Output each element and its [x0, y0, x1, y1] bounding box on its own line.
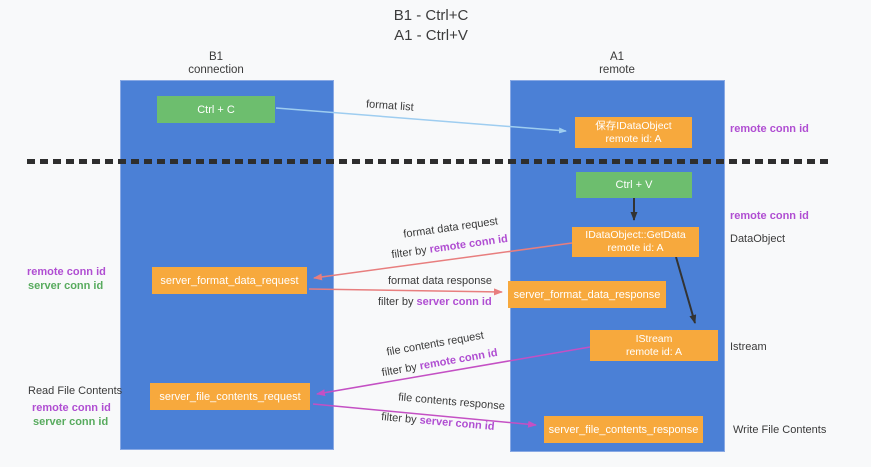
annotation-remote-conn-id-top: remote conn id: [730, 123, 809, 135]
node-server-format-data-response: server_format_data_response: [508, 281, 666, 308]
node-getdata-line1: IDataObject::GetData: [585, 229, 686, 241]
server-conn-id-text: server conn id: [416, 296, 492, 308]
column-b1-name: B1: [208, 51, 224, 63]
node-server-file-contents-response: server_file_contents_response: [544, 416, 703, 443]
node-getdata-line2: remote id: A: [607, 242, 664, 254]
column-header-b1: B1 connection: [156, 51, 276, 77]
dashed-separator: [27, 159, 833, 164]
filter-by-text: filter by: [390, 243, 431, 262]
annotation-text: server conn id: [28, 280, 104, 292]
node-istream: IStream remote id: A: [590, 330, 718, 361]
label-format-data-response: format data response: [388, 275, 492, 287]
node-server-format-data-request: server_format_data_request: [152, 267, 307, 294]
annotation-read-file-contents: Read File Contents: [28, 385, 122, 397]
column-a1-name: A1: [609, 51, 625, 63]
annotation-left-remote-conn-id-file: remote conn id: [32, 402, 111, 414]
filter-by-text: filter by: [380, 360, 421, 380]
annotation-write-file-contents: Write File Contents: [733, 424, 826, 436]
label-format-list: format list: [366, 98, 414, 113]
column-header-a1: A1 remote: [557, 51, 677, 77]
node-ctrl-v-label: Ctrl + V: [615, 179, 653, 191]
node-save-idataobject-line1: 保存IDataObject: [595, 119, 672, 132]
node-istream-line1: IStream: [635, 332, 673, 345]
label-format-list-text: format list: [365, 98, 415, 114]
label-format-data-response-text: format data response: [388, 275, 492, 287]
node-server-file-contents-response-label: server_file_contents_response: [548, 423, 699, 436]
annotation-text: remote conn id: [27, 266, 106, 278]
node-server-format-data-request-label: server_format_data_request: [160, 274, 299, 287]
server-conn-id-text: server conn id: [419, 414, 496, 433]
node-server-file-contents-request: server_file_contents_request: [150, 383, 310, 410]
node-save-idataobject: 保存IDataObject remote id: A: [575, 117, 692, 148]
arrow-format-data-response: [308, 288, 503, 296]
diagram-title: B1 - Ctrl+C A1 - Ctrl+V: [300, 6, 562, 46]
annotation-left-server-conn-id-file: server conn id: [33, 416, 108, 428]
annotation-dataobject: DataObject: [730, 233, 785, 245]
column-b1-subtitle: connection: [188, 64, 244, 76]
annotation-left-server-conn-id-format: server conn id: [28, 280, 103, 292]
annotation-text: remote conn id: [730, 123, 809, 135]
title-line-2: A1 - Ctrl+V: [394, 27, 468, 44]
annotation-text: remote conn id: [730, 210, 809, 222]
annotation-text: Istream: [730, 341, 767, 353]
column-a1-subtitle: remote: [599, 64, 635, 76]
node-ctrl-c-label: Ctrl + C: [197, 103, 235, 116]
annotation-text: Read File Contents: [28, 385, 123, 397]
annotation-text: remote conn id: [32, 402, 111, 414]
annotation-text: Write File Contents: [733, 424, 827, 436]
label-file-contents-response-text: file contents response: [397, 391, 506, 413]
annotation-text: server conn id: [33, 416, 109, 428]
annotation-istream: Istream: [730, 341, 767, 353]
title-line-1: B1 - Ctrl+C: [393, 7, 469, 24]
label-file-contents-response: file contents response: [398, 391, 506, 412]
remote-conn-id-text: remote conn id: [428, 232, 509, 256]
node-ctrl-v: Ctrl + V: [576, 172, 692, 198]
node-server-file-contents-request-label: server_file_contents_request: [159, 390, 301, 403]
label-filter-server-conn-id-format: filter by server conn id: [378, 296, 492, 308]
node-save-idataobject-line2: remote id: A: [605, 132, 662, 145]
node-server-format-data-response-label: server_format_data_response: [513, 288, 661, 301]
node-ctrl-c: Ctrl + C: [157, 96, 275, 123]
node-istream-line2: remote id: A: [625, 345, 683, 358]
node-idataobject-getdata: IDataObject::GetData remote id: A: [572, 227, 699, 257]
annotation-left-remote-conn-id-format: remote conn id: [27, 266, 106, 278]
annotation-remote-conn-id-mid: remote conn id: [730, 210, 809, 222]
filter-by-text: filter by: [378, 296, 417, 308]
annotation-text: DataObject: [730, 233, 786, 245]
label-filter-server-conn-id-file: filter by server conn id: [381, 411, 495, 433]
filter-by-text: filter by: [380, 411, 421, 427]
